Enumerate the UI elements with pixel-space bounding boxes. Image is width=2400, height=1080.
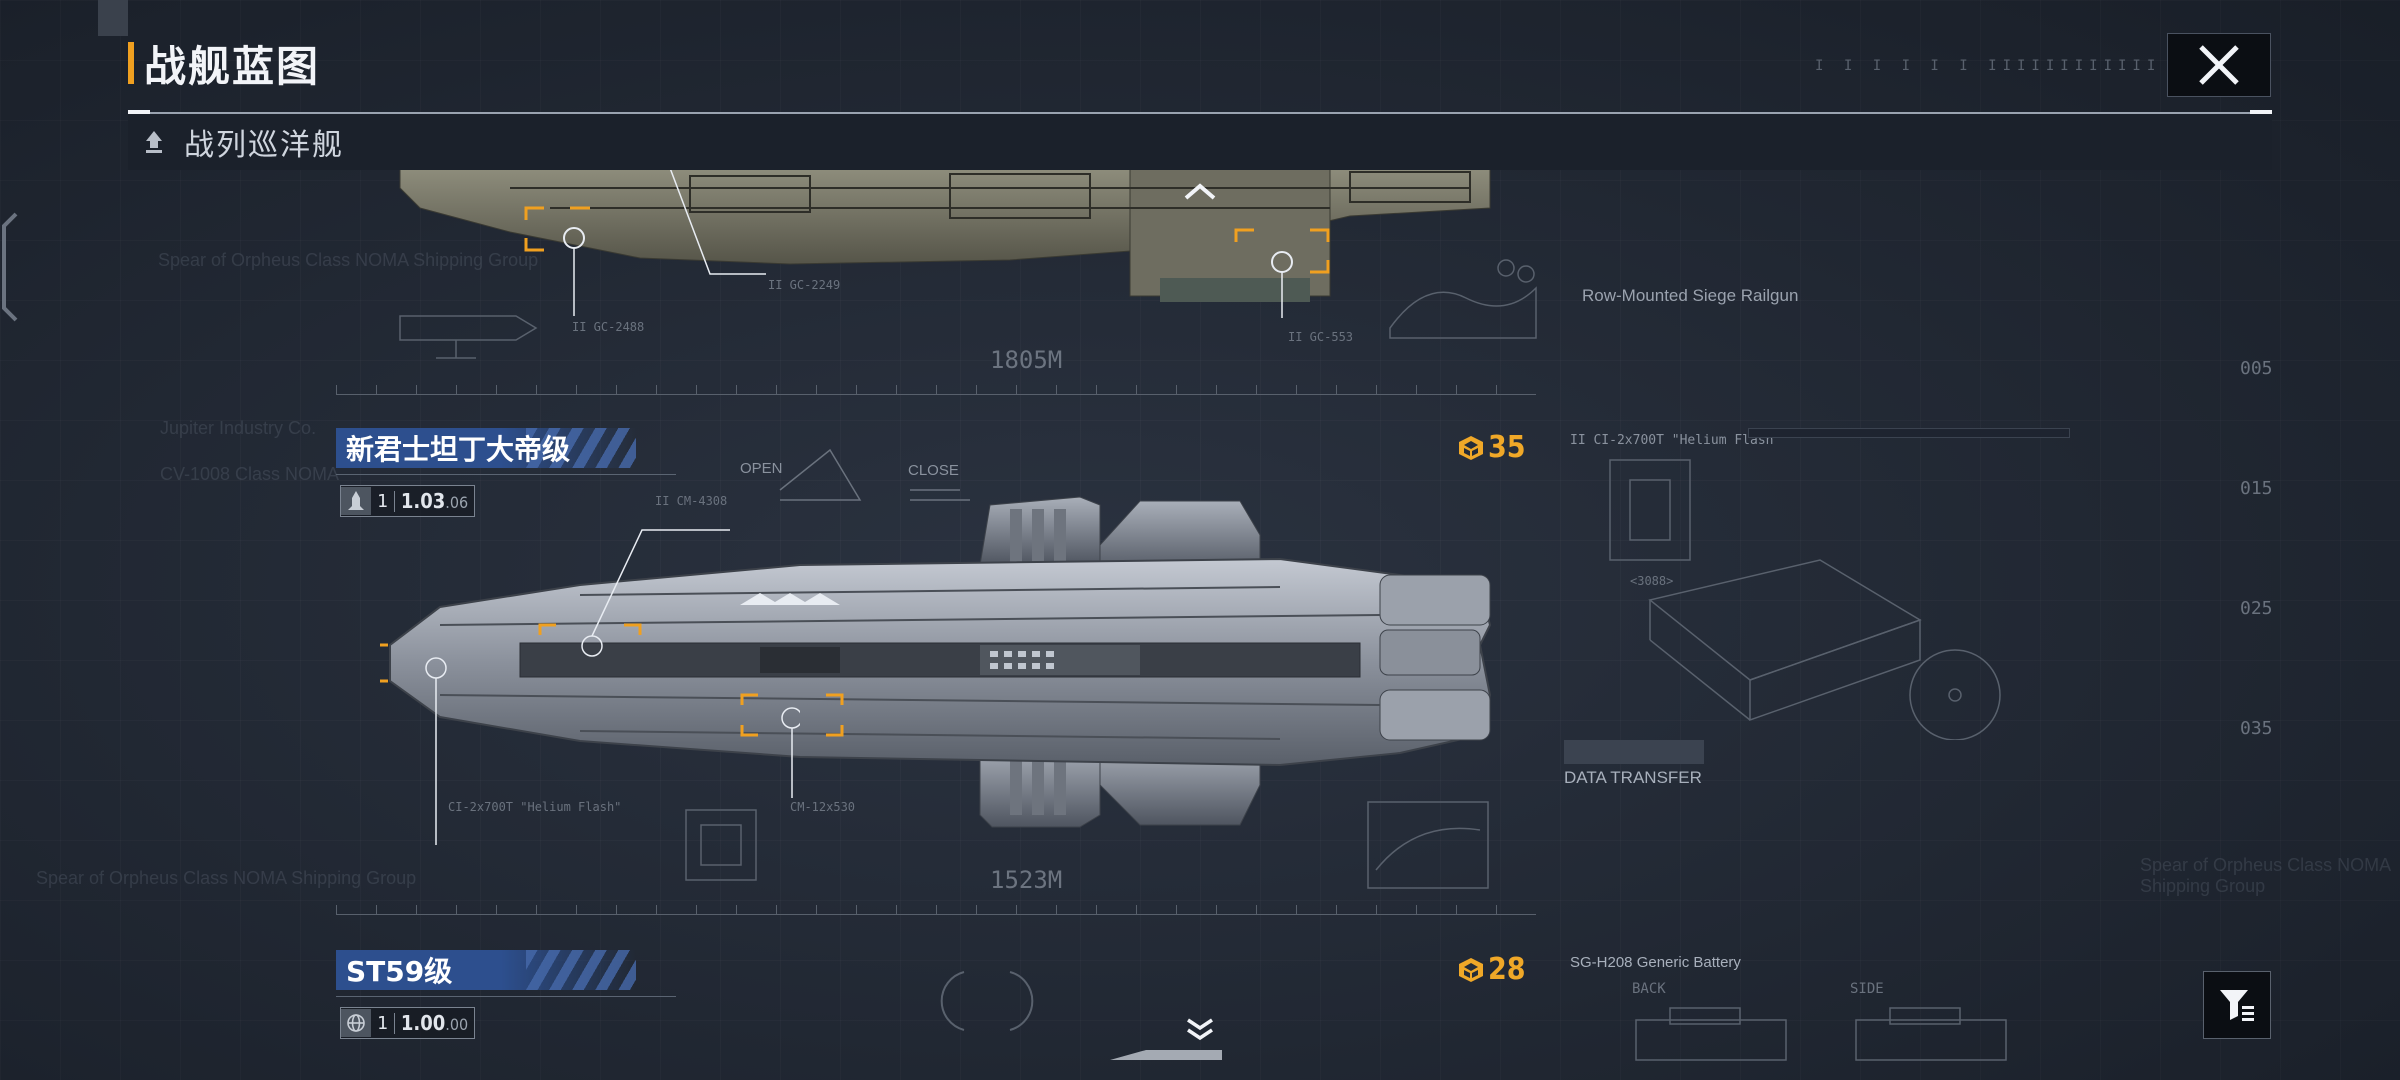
ship-version: 1.00.00 xyxy=(395,1011,474,1035)
ship-tier: 1 xyxy=(371,490,395,512)
schematic-decoration xyxy=(1389,259,1537,339)
page-header: 战舰蓝图 xyxy=(128,38,320,91)
close-button[interactable] xyxy=(2167,33,2271,97)
title-accent-bar xyxy=(128,42,134,84)
header-divider-cap xyxy=(2250,110,2272,116)
battery-schematic xyxy=(1635,1007,2007,1061)
callout-text: II GC-2488 xyxy=(572,320,645,334)
corner-decoration xyxy=(98,0,128,36)
turret-schematic xyxy=(1609,459,2001,740)
version-major: 1.03 xyxy=(400,489,446,513)
ship-name-underline xyxy=(336,474,676,475)
ship-length: 1523M xyxy=(990,866,1063,894)
ghost-text: Spear of Orpheus Class NOMA Shipping Gro… xyxy=(2140,855,2391,896)
header-divider xyxy=(128,112,2272,114)
callout-lines xyxy=(425,529,800,845)
callout-text: II CM-4308 xyxy=(655,494,728,508)
resource-crate-icon xyxy=(1459,435,1483,460)
callout-text: <3088> xyxy=(1630,574,1674,588)
chevron-up-icon[interactable] xyxy=(1180,176,1220,206)
schematic-decoration xyxy=(940,971,1034,1031)
length-ruler-ticks xyxy=(336,905,1536,915)
cost-value: 28 xyxy=(1488,952,1526,987)
graph-decoration xyxy=(1367,801,1489,889)
ship-name-plate: 新君士坦丁大帝级 xyxy=(336,428,636,468)
callout-text: SIDE xyxy=(1850,981,1884,997)
status-label-close: CLOSE xyxy=(908,462,959,479)
callout-heading: Row-Mounted Siege Railgun xyxy=(1582,286,1799,305)
callout-text: II GC-553 xyxy=(1288,330,1354,344)
ship-top-blueprint xyxy=(399,168,1491,318)
ship-name-plate: ST59级 xyxy=(336,950,636,990)
cost-value: 35 xyxy=(1488,430,1526,465)
subcategory-label: 战列巡洋舰 xyxy=(184,128,344,163)
grid-label: 025 xyxy=(2240,598,2273,619)
hatch-schematic xyxy=(779,448,970,501)
version-major: 1.00 xyxy=(400,1011,446,1035)
globe-icon xyxy=(341,1009,371,1037)
status-label-open: OPEN xyxy=(740,460,783,477)
filter-icon xyxy=(2220,990,2254,1021)
ship-bottom-preview xyxy=(1110,1050,1222,1060)
callout-text: CM-12x530 xyxy=(790,800,856,814)
grid-label: 015 xyxy=(2240,478,2273,499)
callout-text: II GC-2249 xyxy=(768,278,841,292)
rocket-icon xyxy=(341,487,371,515)
grid-label: 005 xyxy=(2240,358,2273,379)
ship-name: ST59级 xyxy=(346,955,453,988)
chevron-double-down-icon[interactable] xyxy=(1180,1014,1220,1044)
ghost-text: CV-1008 Class NOMA xyxy=(160,464,340,484)
ship-stat-plate: 1 1.00.00 xyxy=(340,1007,476,1039)
ship-name: 新君士坦丁大帝级 xyxy=(346,433,571,466)
schematic-decoration xyxy=(399,315,538,359)
callout-text: BACK xyxy=(1632,981,1666,997)
ship-cost: 35 xyxy=(1458,430,1526,465)
close-x-icon xyxy=(2199,45,2239,85)
resource-crate-icon xyxy=(1459,957,1483,982)
callout-heading: SG-H208 Generic Battery xyxy=(1570,954,1741,971)
side-bracket-decoration xyxy=(2,212,18,322)
ship-main-blueprint xyxy=(380,496,1492,828)
header-tick-decoration: I I I I I I IIIIIIIIIIII xyxy=(1815,58,2162,74)
ghost-text: Spear of Orpheus Class NOMA Shipping Gro… xyxy=(158,250,539,270)
callout-text: II CI-2x700T "Helium Flash" xyxy=(1570,433,1782,448)
page-title: 战舰蓝图 xyxy=(144,41,321,91)
ship-version: 1.03.06 xyxy=(395,489,474,513)
ship-tier: 1 xyxy=(371,1012,395,1034)
header-divider-cap xyxy=(128,110,150,116)
ghost-text: Spear of Orpheus Class NOMA Shipping Gro… xyxy=(36,868,417,888)
progress-track-decoration xyxy=(1748,428,2070,438)
callout-text: CI-2x700T "Helium Flash" xyxy=(448,800,622,814)
ship-name-underline xyxy=(336,996,676,997)
version-minor: .00 xyxy=(445,1015,469,1034)
ship-cost: 28 xyxy=(1458,952,1526,987)
ship-length: 1805M xyxy=(990,346,1063,374)
filter-button[interactable] xyxy=(2203,971,2271,1039)
length-ruler-ticks xyxy=(336,385,1536,395)
ghost-text: Jupiter Industry Co. xyxy=(160,418,317,438)
version-minor: .06 xyxy=(445,493,469,512)
grid-label: 035 xyxy=(2240,718,2273,739)
ship-class-icon xyxy=(146,131,162,153)
data-bar xyxy=(1564,740,1704,764)
data-transfer-label: DATA TRANSFER xyxy=(1564,768,1702,787)
ship-stat-plate: 1 1.03.06 xyxy=(340,485,476,517)
schematic-decoration xyxy=(685,809,757,881)
subcategory-bar[interactable]: 战列巡洋舰 xyxy=(128,114,2272,170)
